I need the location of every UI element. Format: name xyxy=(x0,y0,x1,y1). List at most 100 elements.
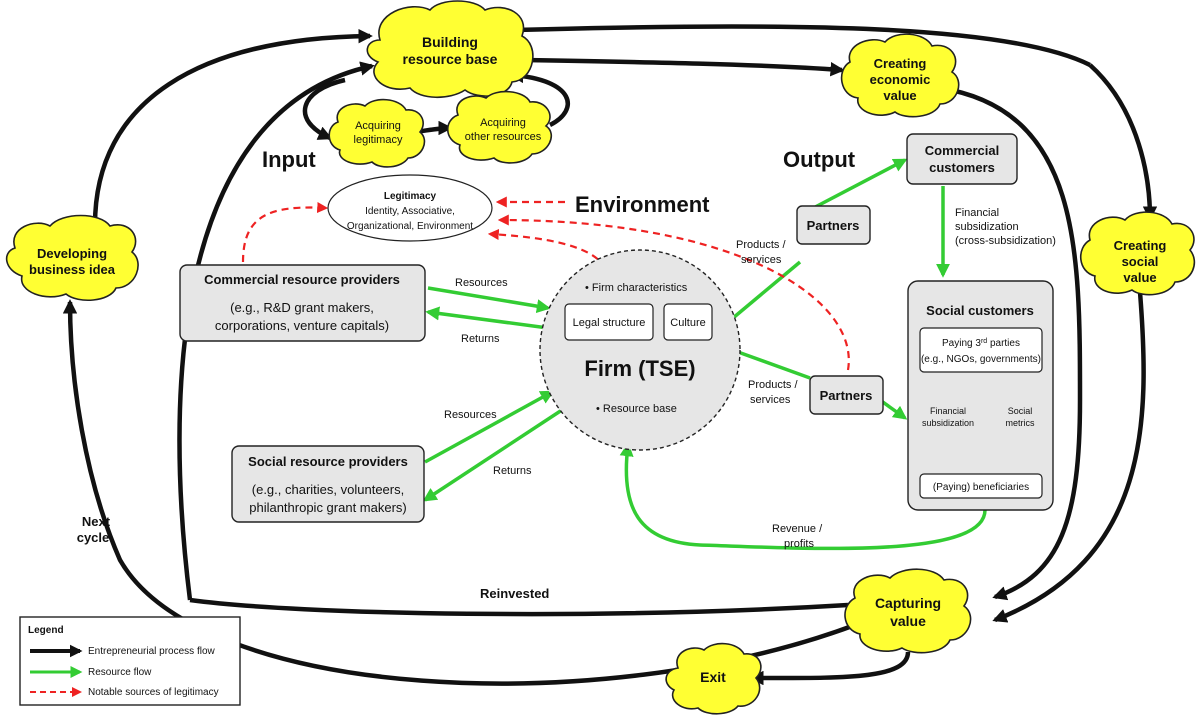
commercial-customers-line2: customers xyxy=(929,160,995,175)
arrow-building-to-legitimacy xyxy=(302,77,346,141)
legitimacy-title: Legitimacy xyxy=(384,191,437,202)
legitimacy-line1: Identity, Associative, xyxy=(365,206,455,217)
developing-line1: Developing xyxy=(37,246,107,261)
arrow-developing-to-building xyxy=(92,28,373,226)
cloud-acquiring-other-resources: Acquiring other resources xyxy=(446,90,552,164)
third-parties-eg: (e.g., NGOs, governments) xyxy=(921,354,1041,365)
partners-top: Partners xyxy=(796,205,871,245)
arrow-other-to-building xyxy=(509,68,570,128)
partners-bottom: Partners xyxy=(809,375,884,415)
legend-legitimacy: Notable sources of legitimacy xyxy=(88,687,219,698)
environment-heading: Environment xyxy=(575,192,710,217)
legitimacy-arrows xyxy=(241,196,850,371)
cloud-creating-economic-value: Creating economic value xyxy=(840,33,960,118)
arrow-resources-commercial xyxy=(427,286,551,314)
arrow-partners-to-legitimacy xyxy=(497,214,850,371)
label-products-top-1: Products / xyxy=(736,239,786,251)
social-line1: Creating xyxy=(1114,238,1167,253)
arrow-social-to-capturing xyxy=(992,291,1146,623)
capturing-line1: Capturing xyxy=(875,595,941,611)
legitimacy-node: Legitimacy Identity, Associative, Organi… xyxy=(327,174,493,242)
label-returns-top: Returns xyxy=(461,333,500,345)
input-heading: Input xyxy=(262,147,316,172)
resource-base: • Resource base xyxy=(596,403,677,415)
arrow-firm-to-legitimacy xyxy=(487,229,610,281)
legitimacy-line2: Organizational, Environment xyxy=(347,221,473,232)
label-products-top-2: services xyxy=(741,254,782,266)
commercial-providers-line1: (e.g., R&D grant makers, xyxy=(230,300,374,315)
label-revenue-1: Revenue / xyxy=(772,523,823,535)
social-metrics-line2: metrics xyxy=(1006,418,1035,428)
social-customers: Social customers Paying 3rd parties (e.g… xyxy=(907,280,1054,511)
economic-line3: value xyxy=(883,88,916,103)
exit-label: Exit xyxy=(700,669,726,685)
firm-title: Firm (TSE) xyxy=(584,356,695,381)
economic-line1: Creating xyxy=(874,56,927,71)
commercial-customers: Commercial customers xyxy=(906,133,1018,185)
firm-tse: • Firm characteristics Legal structure C… xyxy=(539,249,741,451)
capturing-line2: value xyxy=(890,613,926,629)
third-parties-line: Paying 3rd parties xyxy=(942,338,1020,350)
culture: Culture xyxy=(670,317,705,329)
economic-line2: economic xyxy=(870,72,931,87)
cloud-building-resource-base: Building resource base xyxy=(366,0,534,99)
acq-legit-line1: Acquiring xyxy=(355,120,401,132)
arrow-returns-commercial xyxy=(425,306,549,330)
arrow-capturing-to-exit xyxy=(749,651,911,686)
fin-sub-line1: Financial xyxy=(930,406,966,416)
cloud-exit: Exit xyxy=(665,642,762,715)
label-products-bottom-2: services xyxy=(750,394,791,406)
arrow-revenue-profits xyxy=(619,442,987,551)
social-line3: value xyxy=(1123,270,1156,285)
label-cross-2: subsidization xyxy=(955,221,1019,233)
arrow-resources-social xyxy=(424,390,555,464)
acq-other-line2: other resources xyxy=(465,131,542,143)
label-resources-top: Resources xyxy=(455,277,508,289)
commercial-customers-line1: Commercial xyxy=(925,143,999,158)
label-products-bottom-1: Products / xyxy=(748,379,798,391)
legend: Legend Entrepreneurial process flow Reso… xyxy=(19,616,241,706)
arrow-economic-to-capturing xyxy=(939,85,1083,601)
arrow-returns-social xyxy=(422,406,566,502)
social-providers-title: Social resource providers xyxy=(248,454,408,469)
legend-title: Legend xyxy=(28,625,64,636)
beneficiaries: (Paying) beneficiaries xyxy=(933,482,1029,493)
partners-top-label: Partners xyxy=(807,218,860,233)
label-next-cycle-2: cycle xyxy=(77,530,110,545)
fin-sub-line2: subsidization xyxy=(922,418,974,428)
label-resources-bottom: Resources xyxy=(444,409,497,421)
label-next-cycle-1: Next xyxy=(82,514,111,529)
commercial-providers-title: Commercial resource providers xyxy=(204,272,400,287)
cloud-acquiring-legitimacy: Acquiring legitimacy xyxy=(328,98,426,168)
social-providers-line2: philanthropic grant makers) xyxy=(249,500,407,515)
legend-process-flow: Entrepreneurial process flow xyxy=(88,646,216,657)
building-line1: Building xyxy=(422,34,478,50)
developing-line2: business idea xyxy=(29,262,116,277)
firm-characteristics: • Firm characteristics xyxy=(585,282,688,294)
arrow-commercial-to-legitimacy xyxy=(241,202,329,263)
legend-resource-flow: Resource flow xyxy=(88,667,152,678)
commercial-providers-line2: corporations, venture capitals) xyxy=(215,318,389,333)
building-line2: resource base xyxy=(403,51,498,67)
arrow-partners-to-social xyxy=(878,398,908,420)
label-revenue-2: profits xyxy=(784,538,814,550)
acq-other-line1: Acquiring xyxy=(480,117,526,129)
label-returns-bottom: Returns xyxy=(493,465,532,477)
cloud-developing-business-idea: Developing business idea xyxy=(5,214,139,301)
acq-legit-line2: legitimacy xyxy=(354,134,403,146)
label-cross-3: (cross-subsidization) xyxy=(955,235,1056,247)
cloud-capturing-value: Capturing value xyxy=(844,568,972,654)
social-providers-line1: (e.g., charities, volunteers, xyxy=(252,482,404,497)
social-metrics-line1: Social xyxy=(1008,406,1033,416)
arrow-to-creating-social xyxy=(1088,63,1158,221)
cloud-creating-social-value: Creating social value xyxy=(1080,211,1196,296)
output-heading: Output xyxy=(783,147,856,172)
commercial-resource-providers: Commercial resource providers (e.g., R&D… xyxy=(179,264,426,342)
social-resource-providers: Social resource providers (e.g., chariti… xyxy=(231,445,425,523)
partners-bottom-label: Partners xyxy=(820,388,873,403)
label-cross-1: Financial xyxy=(955,207,999,219)
arrow-building-to-economic xyxy=(524,57,845,77)
label-reinvested: Reinvested xyxy=(480,586,549,601)
social-line2: social xyxy=(1122,254,1159,269)
